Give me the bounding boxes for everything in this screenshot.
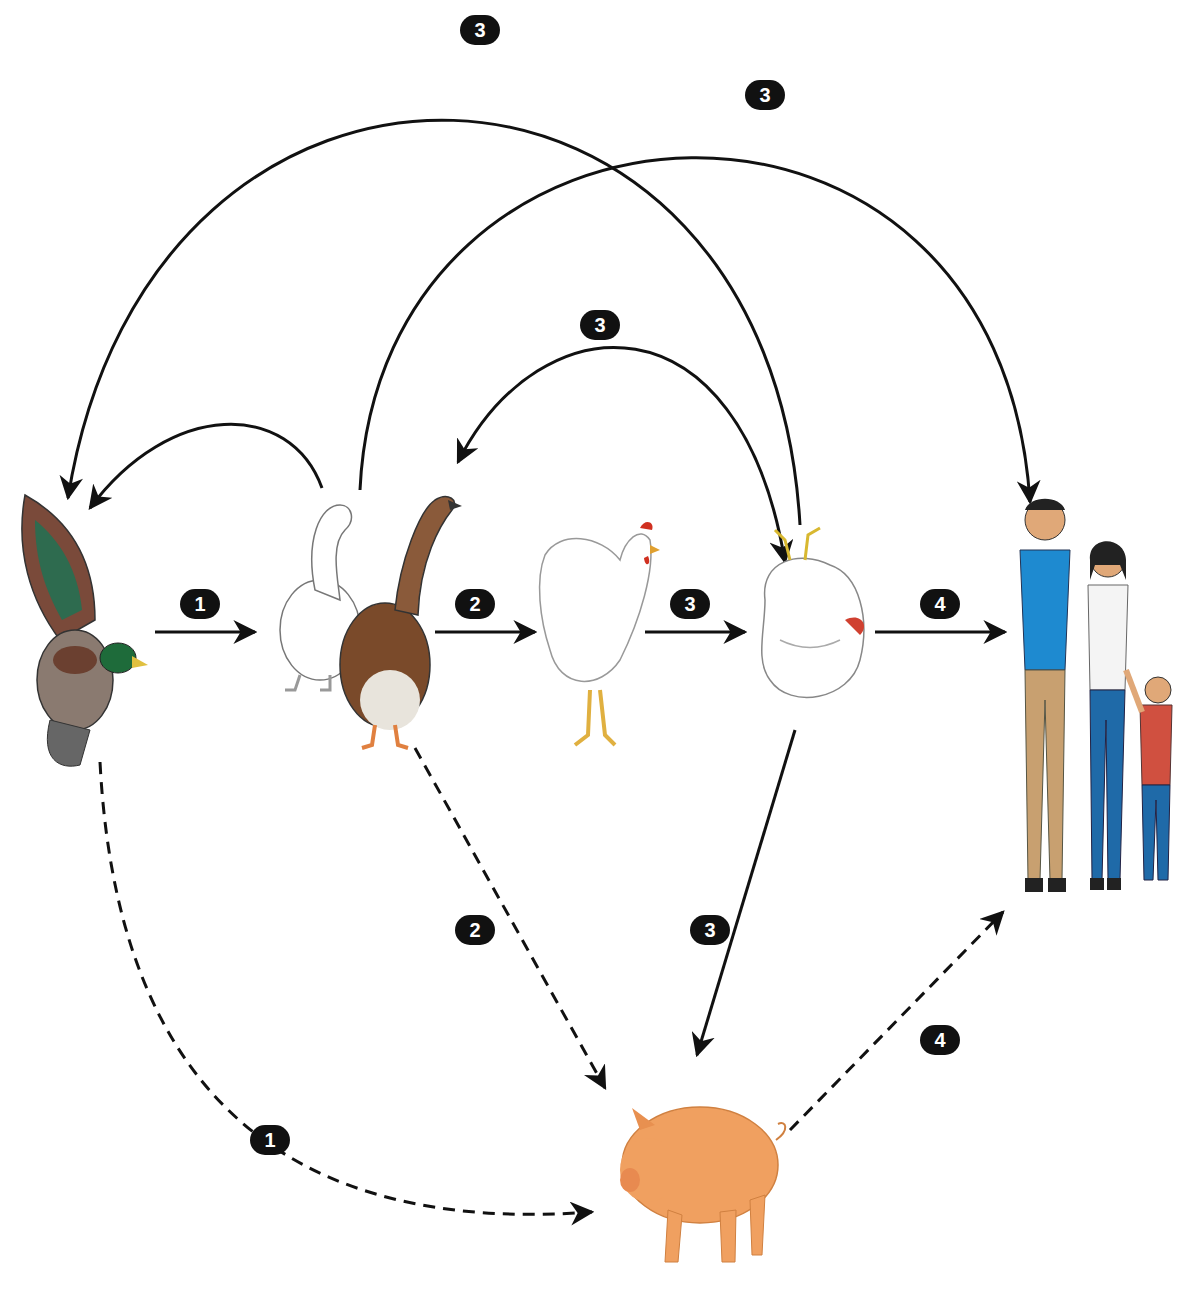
- pig-figure: [620, 1107, 785, 1262]
- transmission-arrow: [697, 730, 795, 1055]
- callout-number: 3: [690, 915, 730, 945]
- callout-number: 4: [920, 589, 960, 619]
- transmission-arrow: [645, 631, 745, 634]
- transmission-arrow: [68, 120, 800, 525]
- callout-number: 2: [455, 589, 495, 619]
- transmission-arrow: [360, 158, 1030, 502]
- transmission-arrow: [415, 748, 605, 1088]
- callout-number: 3: [580, 310, 620, 340]
- callout-number: 1: [250, 1125, 290, 1155]
- transmission-arrow: [155, 631, 255, 634]
- transmission-arrow: [100, 762, 592, 1214]
- duck-figure: [22, 495, 148, 766]
- callout-number: 3: [670, 589, 710, 619]
- callout-number: 2: [455, 915, 495, 945]
- transmission-arrow: [875, 631, 1005, 634]
- people-figure: [1020, 499, 1172, 892]
- transmission-arrow: [435, 631, 535, 634]
- transmission-arrow: [790, 912, 1003, 1130]
- chicken-figure: [540, 522, 660, 745]
- plucked-chicken-figure: [762, 528, 864, 697]
- callout-number: 4: [920, 1025, 960, 1055]
- callout-number: 3: [745, 80, 785, 110]
- callout-number: 1: [180, 589, 220, 619]
- transmission-arrow: [90, 424, 322, 508]
- geese-figure: [280, 497, 462, 748]
- callout-number: 3: [460, 15, 500, 45]
- transmission-arrow: [458, 347, 785, 562]
